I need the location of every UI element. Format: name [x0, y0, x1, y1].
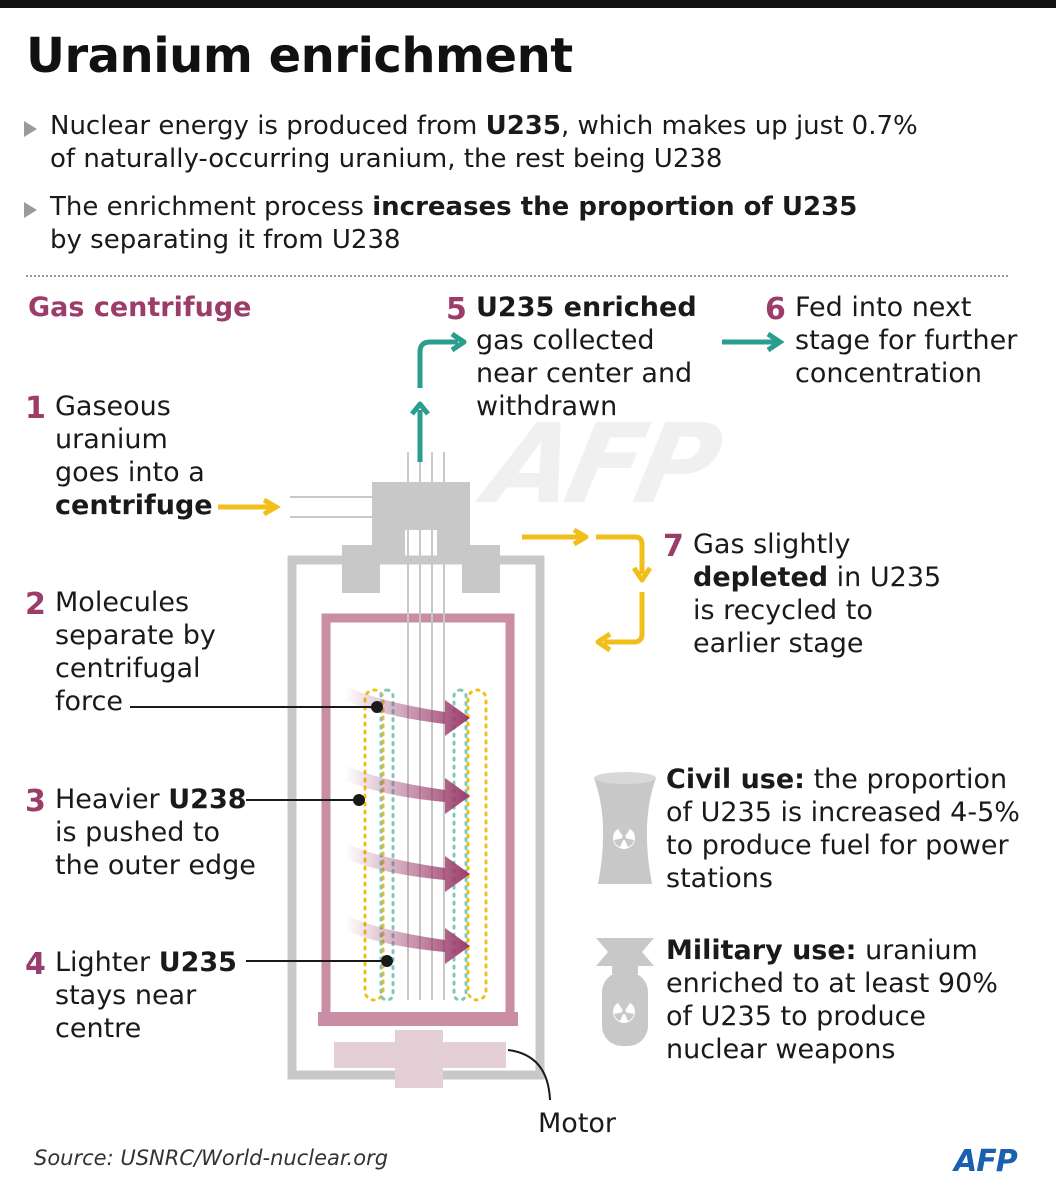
sweep-arrow	[345, 843, 470, 892]
u235-inner-column	[379, 688, 395, 1002]
step-5-label: 5 U235 enriched gas collected near cente…	[446, 292, 697, 422]
bomb-icon	[596, 938, 654, 1046]
intro-bullet-2: The enrichment process increases the pro…	[24, 191, 857, 257]
civil-use-text: Civil use: the proportion of U235 is inc…	[666, 764, 1020, 894]
casing-shoulder-left	[342, 545, 380, 593]
motor-label: Motor	[538, 1108, 617, 1139]
page-title: Uranium enrichment	[26, 28, 573, 84]
sweep-arrow	[345, 686, 470, 736]
u235-inner-column-right	[452, 688, 468, 1002]
centrifugal-sweep-arrows	[345, 686, 470, 964]
military-use-text: Military use: uranium enriched to at lea…	[666, 935, 998, 1065]
triangle-bullet-icon	[24, 121, 37, 137]
afp-logo: AFP	[954, 1144, 1018, 1179]
central-tubes	[407, 452, 445, 1000]
u238-outer-column	[363, 688, 385, 1002]
inlet-arrow	[218, 497, 281, 517]
rotor	[321, 613, 515, 1025]
step-1-label: 1 Gaseous uranium goes into a centrifuge	[25, 391, 213, 521]
motor-leader-line	[507, 1049, 551, 1101]
casing-shoulder-right	[462, 545, 500, 593]
source-credit: Source: USNRC/World-nuclear.org	[34, 1146, 389, 1170]
dotted-divider	[26, 275, 1008, 277]
centrifuge-casing	[287, 555, 545, 1080]
radiation-icon	[613, 1001, 635, 1023]
motor	[334, 1030, 506, 1088]
triangle-bullet-icon	[24, 202, 37, 218]
next-stage-arrow	[722, 331, 785, 353]
inlet-pipe	[290, 496, 372, 518]
intro-bullet-1: Nuclear energy is produced from U235, wh…	[24, 110, 918, 176]
step-4-label: 4 Lighter U235 stays near centre	[25, 947, 237, 1044]
step-2-label: 2 Molecules separate by centrifugal forc…	[25, 587, 216, 717]
radiation-icon	[613, 827, 635, 849]
step-7-label: 7 Gas slightly depleted in U235 is recyc…	[663, 529, 942, 659]
u238-outer-column-right	[466, 688, 488, 1002]
section-title: Gas centrifuge	[28, 292, 252, 323]
step-3-label: 3 Heavier U238 is pushed to the outer ed…	[25, 784, 256, 881]
sweep-arrow	[345, 765, 470, 814]
recycle-arrow	[522, 527, 653, 653]
withdraw-arrow	[410, 331, 467, 462]
top-bar	[0, 0, 1056, 8]
step-6-label: 6 Fed into next stage for further concen…	[765, 292, 1018, 389]
rotor-base	[318, 1012, 518, 1026]
sweep-arrow	[345, 915, 470, 964]
leader-lines	[130, 701, 393, 967]
